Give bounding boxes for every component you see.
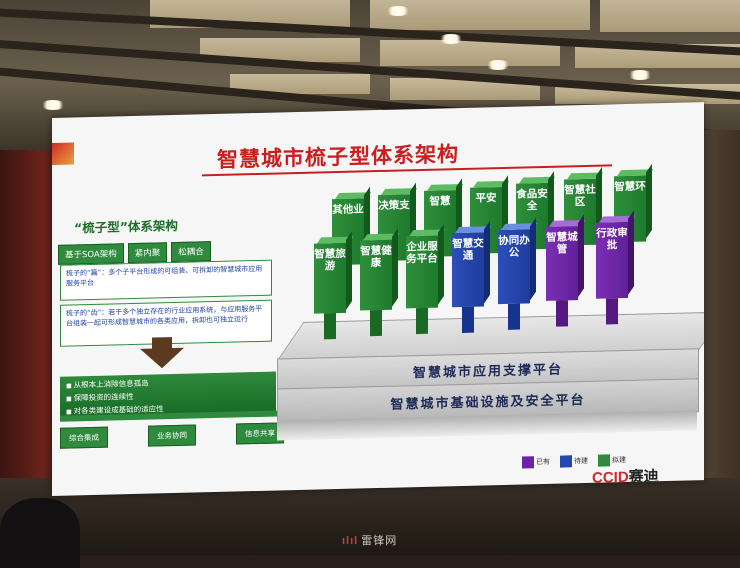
tab-soa: 基于SOA架构 [58, 243, 124, 265]
block-traffic: 智慧交通 [452, 220, 492, 333]
slide-subtitle: “梳子型”体系架构 [74, 217, 178, 236]
legend-swatch-icon [560, 455, 572, 468]
down-arrow-icon [140, 347, 184, 369]
ceiling-light [485, 60, 511, 70]
flow-row: 综合集成 业务协同 信息共享 [60, 422, 284, 449]
block-tourism: 智慧旅游 [314, 231, 354, 340]
ceiling-light [627, 70, 653, 80]
block-health: 智慧健康 [360, 227, 400, 337]
legend-existing: 已有 [522, 456, 550, 469]
tab-cohesion: 紧内聚 [127, 242, 168, 264]
legend-to-build: 待建 [560, 455, 588, 468]
projection-screen: 智慧城市梳子型体系架构 “梳子型”体系架构 基于SOA架构 紧内聚 松耦合 梳子… [52, 102, 704, 496]
flow-integration: 综合集成 [60, 426, 108, 449]
block-city-management: 智慧城管 [546, 214, 586, 327]
legend-swatch-icon [598, 454, 610, 467]
block-administrative-approval: 行政审批 [596, 210, 636, 325]
audience-head [0, 498, 80, 568]
tab-coupling: 松耦合 [171, 241, 211, 263]
ceiling-light [438, 34, 464, 44]
block-enterprise-service: 企业服务平台 [406, 223, 446, 335]
legend-swatch-icon [522, 456, 534, 469]
flow-collaboration: 业务协同 [148, 424, 196, 447]
corner-logo-icon [52, 142, 74, 165]
ceiling-light [40, 100, 66, 110]
legend-planned: 拟建 [598, 454, 626, 467]
block-office: 协同办公 [498, 217, 538, 330]
ceiling-light [385, 6, 411, 16]
comb-spine-description: 梳子的“篇”：多个子平台形成的可组装、可拆卸的智慧城市应用服务平台 [60, 259, 272, 301]
